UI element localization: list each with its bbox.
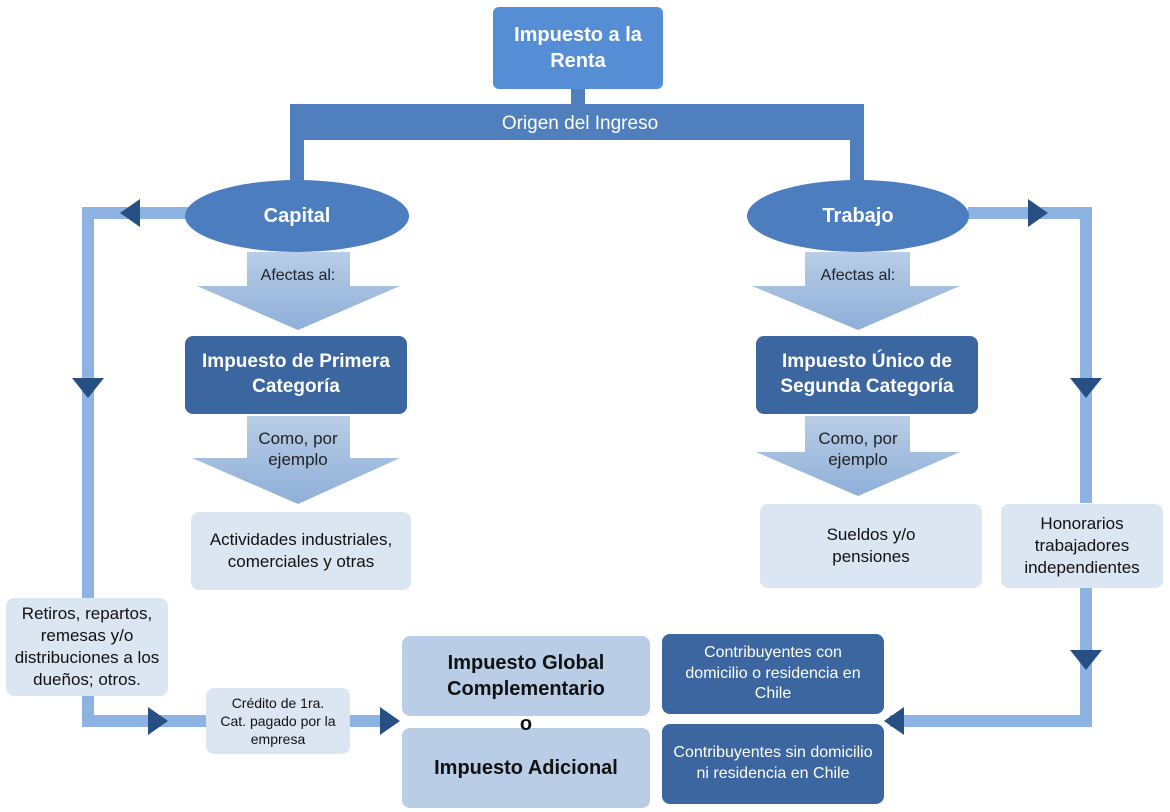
title-box: Impuesto a la Renta <box>493 7 663 89</box>
capital-ellipse: Capital <box>185 180 409 252</box>
left-loop-line <box>82 207 388 727</box>
credito-box: Crédito de 1ra. Cat. pagado por la empre… <box>206 688 350 754</box>
arrow-down-icon <box>1070 378 1102 398</box>
trabajo-example-chevron <box>756 416 960 496</box>
trabajo-label: Trabajo <box>822 204 894 227</box>
capital-example-text: Actividades industriales, comerciales y … <box>209 529 393 571</box>
capital-affects-chevron <box>197 252 400 330</box>
segunda-categoria-text: Impuesto Único de Segunda Categoría <box>780 351 954 397</box>
arrow-right-icon <box>380 707 400 735</box>
contribuyentes-sin-box: Contribuyentes sin domicilio ni residenc… <box>662 724 884 804</box>
title-text: Impuesto a la Renta <box>514 24 642 72</box>
capital-example-label: Como, por ejemplo <box>258 429 338 470</box>
primera-categoria-text: Impuesto de Primera Categoría <box>202 351 390 397</box>
contribuyentes-con-text: Contribuyentes con domicilio o residenci… <box>685 643 861 703</box>
arrow-right-icon <box>1028 199 1048 227</box>
honorarios-text: Honorarios trabajadores independientes <box>1024 513 1140 578</box>
trabajo-example-text: Sueldos y/o pensiones <box>826 524 916 566</box>
or-label: o <box>519 713 533 735</box>
honorarios-box: Honorarios trabajadores independientes <box>1001 504 1163 588</box>
segunda-categoria-box: Impuesto Único de Segunda Categoría <box>756 336 978 414</box>
retiros-box: Retiros, repartos, remesas y/o distribuc… <box>6 598 168 696</box>
capital-label: Capital <box>263 204 331 227</box>
arrow-left-icon <box>120 199 140 227</box>
capital-example-chevron <box>192 416 400 504</box>
impuesto-adicional-text: Impuesto Adicional <box>434 757 618 779</box>
capital-affects-label: Afectas al: <box>260 267 336 284</box>
credito-text: Crédito de 1ra. Cat. pagado por la empre… <box>220 694 336 748</box>
origin-connector <box>290 88 864 180</box>
arrow-down-icon <box>72 378 104 398</box>
flow-arrows <box>72 199 1102 735</box>
contribuyentes-con-box: Contribuyentes con domicilio o residenci… <box>662 634 884 714</box>
global-complementario-text: Impuesto Global Complementario <box>447 652 605 700</box>
trabajo-affects-chevron <box>752 252 960 330</box>
primera-categoria-box: Impuesto de Primera Categoría <box>185 336 407 414</box>
global-complementario-box: Impuesto Global Complementario <box>402 636 650 716</box>
retiros-text: Retiros, repartos, remesas y/o distribuc… <box>14 603 160 690</box>
trabajo-ellipse: Trabajo <box>747 180 969 252</box>
arrow-left-icon <box>884 707 904 735</box>
capital-example-box: Actividades industriales, comerciales y … <box>191 512 411 590</box>
arrow-down-icon <box>1070 650 1102 670</box>
trabajo-example-label: Como, por ejemplo <box>818 429 898 470</box>
trabajo-affects-label: Afectas al: <box>820 267 896 284</box>
origin-label: Origen del Ingreso <box>501 113 659 134</box>
contribuyentes-sin-text: Contribuyentes sin domicilio ni residenc… <box>673 744 873 782</box>
arrow-right-icon <box>148 707 168 735</box>
impuesto-adicional-box: Impuesto Adicional <box>402 728 650 808</box>
trabajo-example-box: Sueldos y/o pensiones <box>760 504 982 588</box>
